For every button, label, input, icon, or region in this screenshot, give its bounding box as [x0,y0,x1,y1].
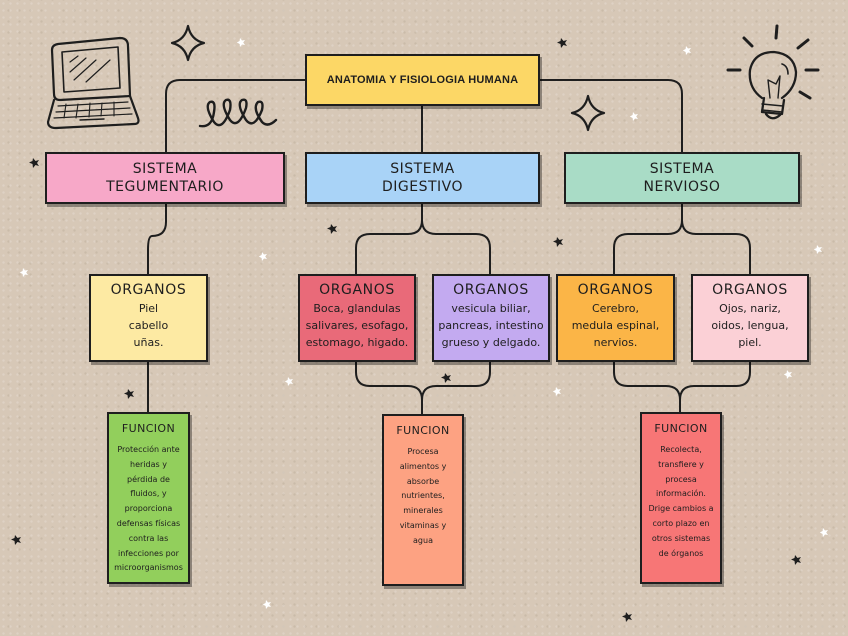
function-tegumentario: FUNCION Protección ante heridas y pérdid… [107,412,190,584]
star-icon [11,38,801,622]
organs-tegumentario: ORGANOS Piel cabello uñas. [89,274,208,362]
function-nervioso: FUNCION Recolecta, transfiere y procesa … [640,412,722,584]
lightbulb-icon [726,24,820,120]
laptop-icon [46,36,140,130]
organs-heading: ORGANOS [577,282,654,298]
organs-nervioso-2: ORGANOS Ojos, nariz, oidos, lengua, piel… [691,274,809,362]
sparkle-icon [570,94,606,132]
system-nervioso: SISTEMA NERVIOSO [564,152,800,204]
function-text: Protección ante heridas y pérdida de flu… [114,445,183,573]
system-tegumentario: SISTEMA TEGUMENTARIO [45,152,285,204]
function-heading: FUNCION [396,424,450,437]
system-nervioso-label: SISTEMA NERVIOSO [643,161,721,195]
squiggle-icon [198,98,278,128]
organs-heading: ORGANOS [712,282,788,298]
function-heading: FUNCION [654,422,708,435]
organs-nervioso-1: ORGANOS Cerebro, medula espinal, nervios… [556,274,675,362]
function-heading: FUNCION [121,422,176,435]
organs-heading: ORGANOS [319,282,395,298]
organs-list: Cerebro, medula espinal, nervios. [571,302,660,349]
function-digestivo: FUNCION Procesa alimentos y absorbe nutr… [382,414,464,586]
system-digestivo-label: SISTEMA DIGESTIVO [381,161,464,195]
system-digestivo: SISTEMA DIGESTIVO [305,152,540,204]
organs-heading: ORGANOS [453,282,529,298]
organs-digestivo-2: ORGANOS vesicula biliar, pancreas, intes… [432,274,550,362]
function-text: Recolecta, transfiere y procesa informac… [648,445,714,558]
organs-list: Piel cabello uñas. [128,302,169,349]
system-tegumentario-label: SISTEMA TEGUMENTARIO [106,161,224,195]
organs-heading: ORGANOS [110,282,187,298]
organs-list: Ojos, nariz, oidos, lengua, piel. [711,302,789,349]
sparkle-icon [170,24,206,62]
function-text: Procesa alimentos y absorbe nutrientes, … [399,447,447,545]
organs-digestivo-1: ORGANOS Boca, glandulas salivares, esofa… [298,274,416,362]
organs-list: Boca, glandulas salivares, esofago, esto… [305,302,409,349]
organs-list: vesicula biliar, pancreas, intestino gru… [438,302,544,349]
star-icon [19,38,828,609]
main-title-text: ANATOMIA Y FISIOLOGIA HUMANA [326,74,519,86]
main-title: ANATOMIA Y FISIOLOGIA HUMANA [305,54,540,106]
